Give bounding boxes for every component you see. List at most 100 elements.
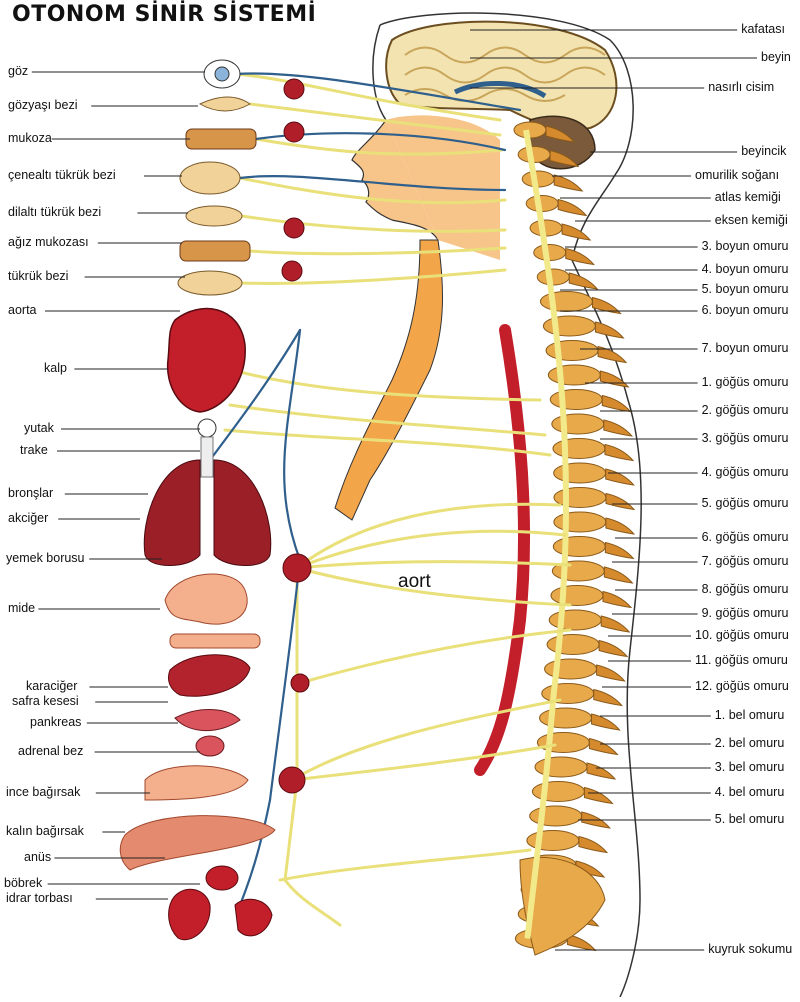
- spine-label: 5. boyun omuru: [701, 282, 789, 296]
- vertebra-process: [599, 370, 630, 388]
- nerve-fiber: [223, 428, 552, 457]
- bladder-organ: [168, 888, 211, 941]
- large-intestine: [119, 815, 276, 871]
- vessel-branch: [208, 328, 302, 462]
- nerve-fiber: [290, 698, 562, 782]
- vertebra: [553, 511, 607, 533]
- spine-label: 1. göğüs omuru: [701, 375, 789, 389]
- vertebra-process: [600, 615, 631, 633]
- spine-label: omurilik soğanı: [695, 168, 780, 182]
- nerve-fiber: [254, 137, 504, 156]
- vessel-branch: [234, 72, 522, 112]
- vertebra: [541, 683, 595, 704]
- nerve-fiber: [278, 848, 532, 882]
- spine-label: 4. göğüs omuru: [701, 465, 789, 479]
- vertebra-process: [602, 590, 633, 609]
- organ-label: böbrek: [4, 876, 43, 890]
- vertebra-process: [605, 517, 636, 535]
- spine-label: 9. göğüs omuru: [701, 606, 789, 620]
- vessel-branch: [254, 132, 507, 152]
- liver-organ: [167, 654, 251, 697]
- spine-label: 12. göğüs omuru: [695, 679, 789, 693]
- organ-label: safra kesesi: [12, 694, 79, 708]
- vertebra-process: [605, 468, 635, 486]
- vertebra: [536, 268, 570, 286]
- page-title: OTONOM SİNİR SİSTEMİ: [12, 2, 317, 27]
- nerve-fiber: [228, 403, 547, 437]
- vertebra: [536, 732, 590, 753]
- adrenal-gland: [195, 735, 225, 757]
- brain: [385, 20, 618, 170]
- spine-label: 3. bel omuru: [714, 760, 785, 774]
- organ-label: kalp: [44, 361, 67, 375]
- vertebra: [545, 340, 599, 361]
- spine-label: eksen kemiği: [714, 213, 788, 227]
- vertebra-process: [549, 149, 580, 168]
- spine-label: 10. göğüs omuru: [695, 628, 789, 642]
- vertebra: [534, 756, 588, 778]
- vessel-branch: [283, 328, 302, 562]
- spine-label: 8. göğüs omuru: [701, 582, 789, 596]
- organ-label: ince bağırsak: [6, 785, 81, 799]
- spine-label: beyin: [761, 50, 791, 64]
- submandibular-gland: [179, 161, 241, 195]
- organ-label: çenealtı tükrük bezi: [8, 168, 116, 182]
- organ-label: yemek borusu: [6, 551, 85, 565]
- spine-label: 5. göğüs omuru: [701, 496, 789, 510]
- spine-label: 6. göğüs omuru: [701, 530, 789, 544]
- vertebra-process: [568, 272, 599, 290]
- organ-label: anüs: [24, 850, 52, 864]
- vertebra-process: [588, 737, 619, 756]
- vertebra: [539, 707, 593, 729]
- organ-label: aorta: [8, 303, 37, 317]
- nerve-fiber: [298, 628, 572, 685]
- vessel-branch: [238, 798, 272, 907]
- vertebra: [546, 634, 600, 655]
- left-lung: [143, 459, 201, 566]
- vertebra-process: [583, 786, 614, 805]
- vertebra-process: [578, 835, 609, 854]
- aort-center-label: aort: [398, 571, 431, 592]
- sacrum: [519, 856, 606, 956]
- spine-label: kuyruk sokumu: [708, 942, 793, 956]
- vertebra: [526, 830, 580, 851]
- spine-label: 1. bel omuru: [714, 708, 785, 722]
- oral-mucosa: [179, 240, 251, 262]
- spine-label: 4. boyun omuru: [701, 262, 789, 276]
- nerve-fiber: [234, 72, 502, 122]
- vertebra-process: [601, 394, 632, 413]
- vertebra: [539, 291, 593, 312]
- vertebra-process: [565, 247, 595, 266]
- vertebra-process: [604, 541, 635, 560]
- vessel-network: [208, 72, 522, 907]
- mucosa-organ: [185, 128, 257, 150]
- vertebra: [525, 195, 559, 212]
- nerve-fiber: [240, 268, 507, 285]
- nerve-fiber: [238, 370, 542, 402]
- vessel-branch: [238, 175, 507, 192]
- vertebra-process: [596, 664, 626, 682]
- vertebra-process: [593, 688, 623, 707]
- nerve-fiber: [283, 878, 342, 927]
- spine-label: 11. göğüs omuru: [695, 653, 788, 667]
- organ-label: yutak: [24, 421, 54, 435]
- vertebra-process: [603, 566, 634, 584]
- spine-label: 3. göğüs omuru: [701, 431, 789, 445]
- nerve-fiber: [248, 102, 502, 137]
- organ-label: karaciğer: [26, 679, 78, 693]
- organ-label: trake: [20, 443, 48, 457]
- spine-label: 4. bel omuru: [714, 785, 785, 799]
- organ-label: gözyaşı bezi: [8, 98, 78, 112]
- organs: [119, 59, 276, 941]
- vertebra-process: [553, 174, 584, 192]
- vertebra: [551, 413, 605, 435]
- vertebra-process: [598, 639, 629, 658]
- organ-label: mukoza: [8, 131, 52, 145]
- vertebra-process: [591, 713, 621, 731]
- vertebra-process: [604, 443, 635, 462]
- spine-label: 7. boyun omuru: [701, 341, 789, 355]
- vertebra-process: [586, 762, 617, 780]
- vertebra: [513, 121, 547, 139]
- nerve-fiber: [248, 246, 507, 256]
